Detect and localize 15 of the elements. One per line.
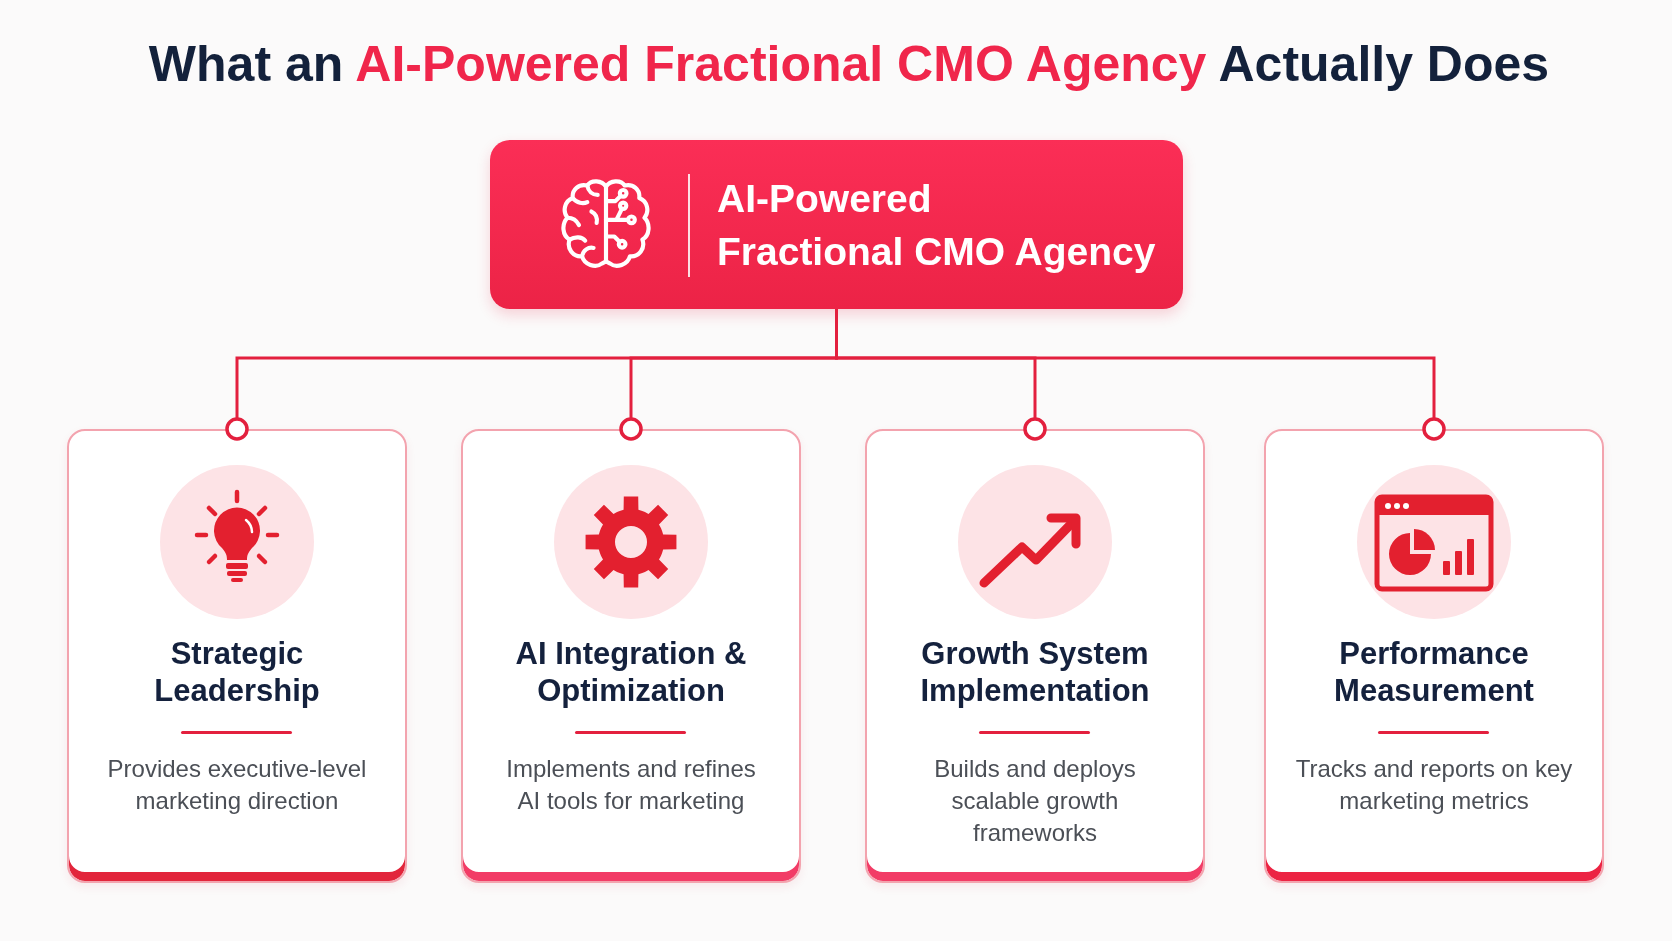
card-heading: Growth System Implementation xyxy=(919,635,1151,709)
card-heading: AI Integration & Optimization xyxy=(514,635,748,709)
service-card xyxy=(865,429,1205,883)
card-heading: Strategic Leadership xyxy=(153,635,321,709)
page-title: What an AI-Powered Fractional CMO Agency Actually Does xyxy=(148,35,1550,94)
service-card xyxy=(1264,429,1604,883)
card-description: Implements and refines AI tools for marketing xyxy=(505,754,757,816)
hub-title: AI-Powered Fractional CMO Agency xyxy=(717,176,1157,275)
service-card xyxy=(67,429,407,883)
service-card xyxy=(461,429,801,883)
card-description: Provides executive-level marketing direction xyxy=(106,754,368,816)
card-heading: Performance Measurement xyxy=(1333,635,1535,709)
hub-box xyxy=(490,140,1183,309)
card-description: Tracks and reports on key marketing metrics xyxy=(1294,754,1574,816)
card-description: Builds and deploys scalable growth frameworks xyxy=(933,754,1137,848)
